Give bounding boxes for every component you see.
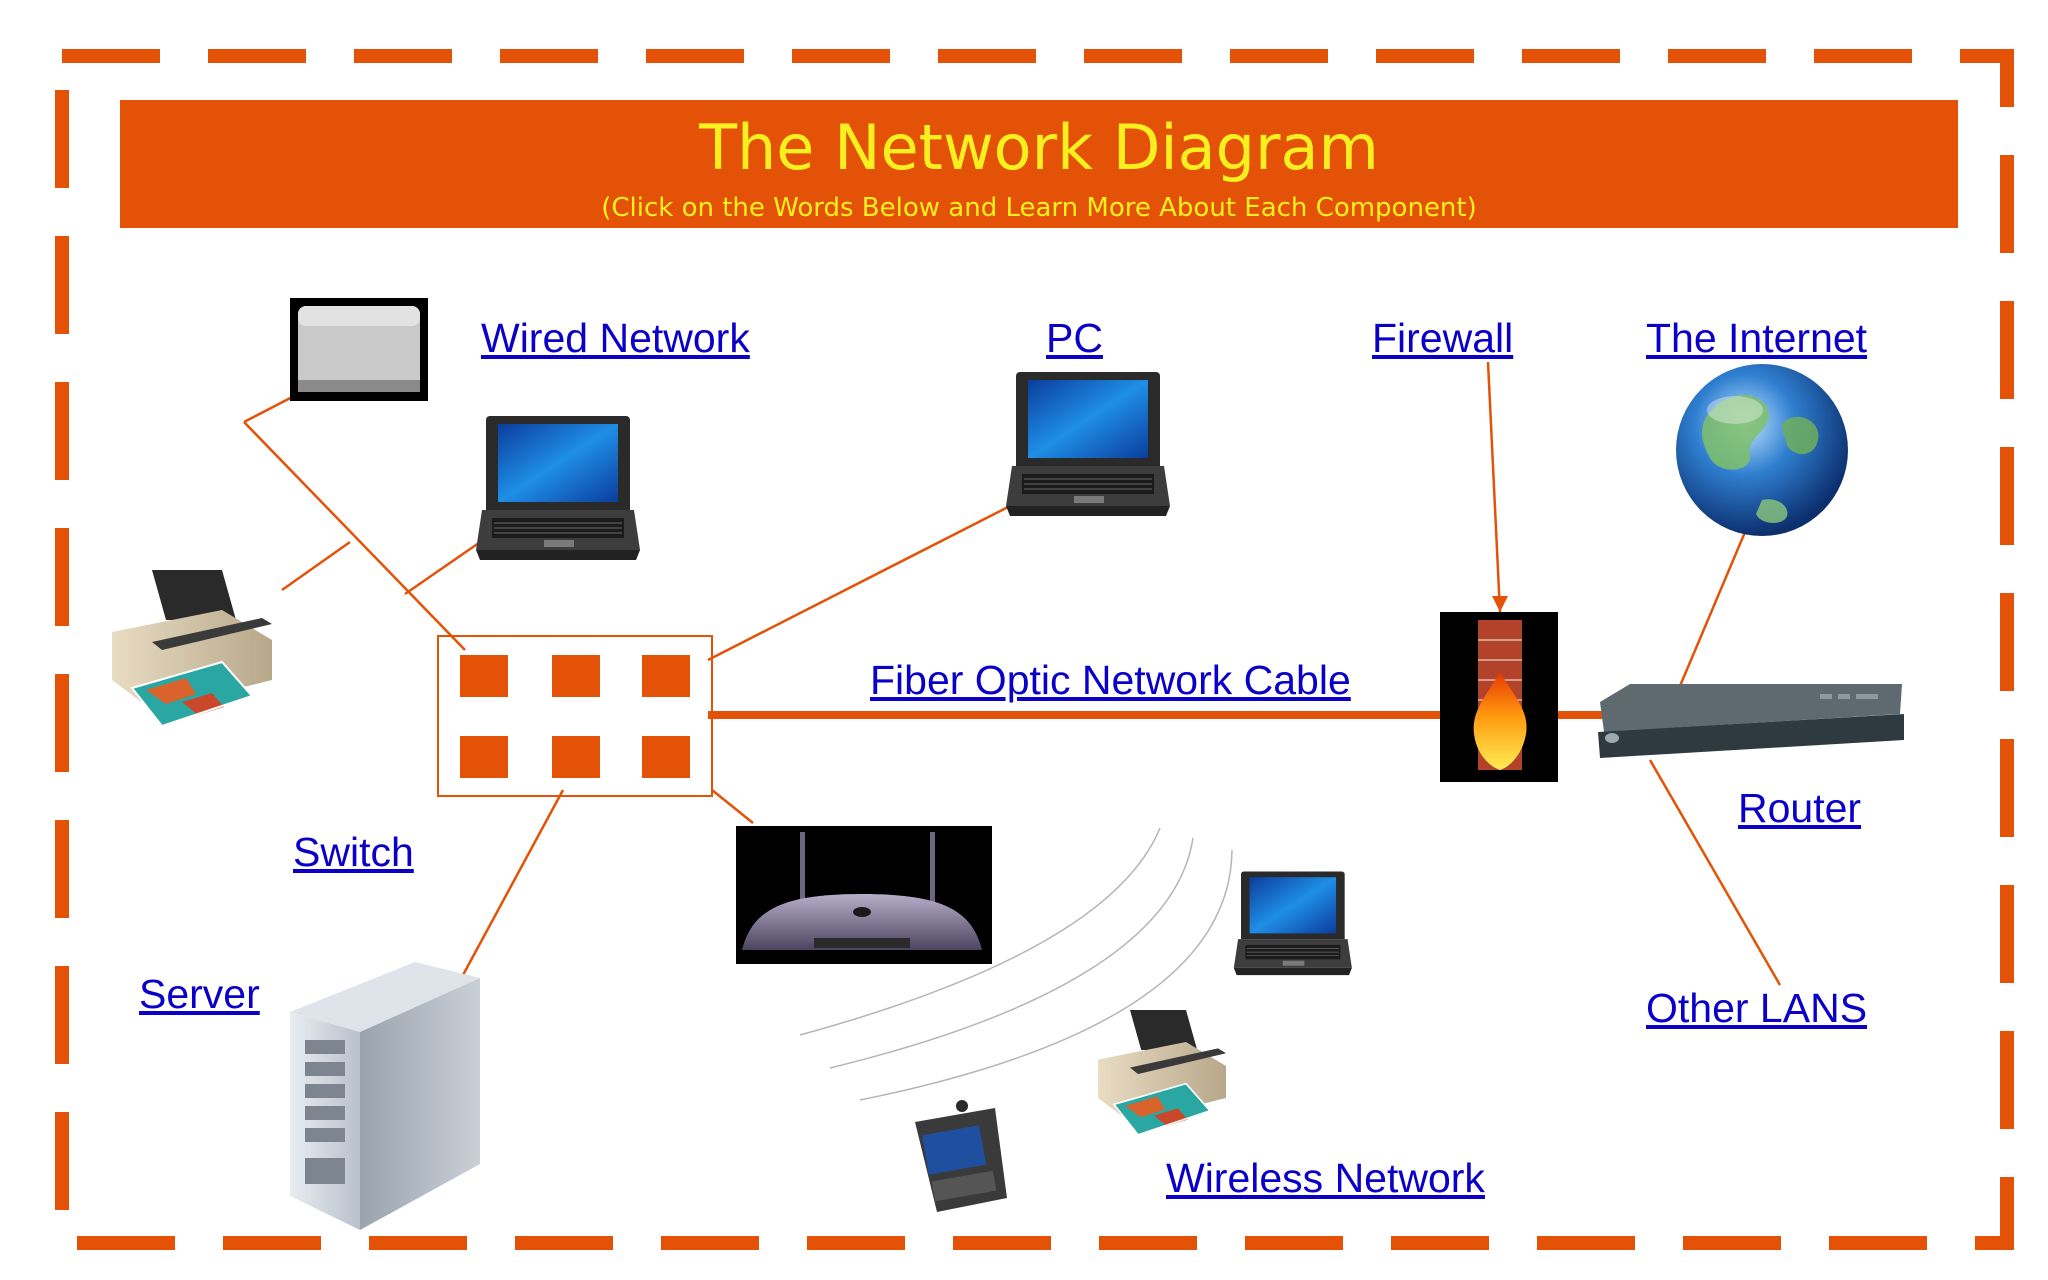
link-router[interactable]: Router <box>1738 785 1862 831</box>
wireless-access-point-icon <box>736 826 992 964</box>
link-fiber-optic-cable[interactable]: Fiber Optic Network Cable <box>870 657 1351 703</box>
link-server[interactable]: Server <box>139 971 260 1017</box>
link-the-internet[interactable]: The Internet <box>1646 315 1868 361</box>
modem-icon <box>290 298 428 401</box>
link-switch[interactable]: Switch <box>293 829 414 875</box>
switch-icon <box>437 635 713 797</box>
router-icon <box>1598 684 1904 758</box>
laptop-icon <box>1233 871 1353 976</box>
globe-icon <box>1676 364 1848 536</box>
laptop-icon <box>475 415 641 561</box>
printer-icon <box>1097 1009 1227 1136</box>
link-wired-network[interactable]: Wired Network <box>481 315 750 361</box>
wireless-signal-icon <box>799 827 1233 1101</box>
link-pc[interactable]: PC <box>1046 315 1103 361</box>
arrow-head <box>1492 596 1508 612</box>
page-subtitle: (Click on the Words Below and Learn More… <box>601 193 1477 223</box>
header-banner: The Network Diagram (Click on the Words … <box>120 100 1958 228</box>
dashed-frame <box>55 49 2014 1250</box>
server-icon <box>290 962 480 1230</box>
page-title: The Network Diagram <box>699 111 1379 184</box>
laptop-icon <box>1005 371 1171 517</box>
link-other-lans[interactable]: Other LANS <box>1646 985 1868 1031</box>
pda-icon <box>915 1100 1007 1212</box>
link-firewall[interactable]: Firewall <box>1372 315 1514 361</box>
firewall-icon <box>1440 612 1558 782</box>
connection-lines <box>243 361 1782 986</box>
printer-icon <box>111 569 273 727</box>
link-wireless-network[interactable]: Wireless Network <box>1166 1155 1485 1201</box>
